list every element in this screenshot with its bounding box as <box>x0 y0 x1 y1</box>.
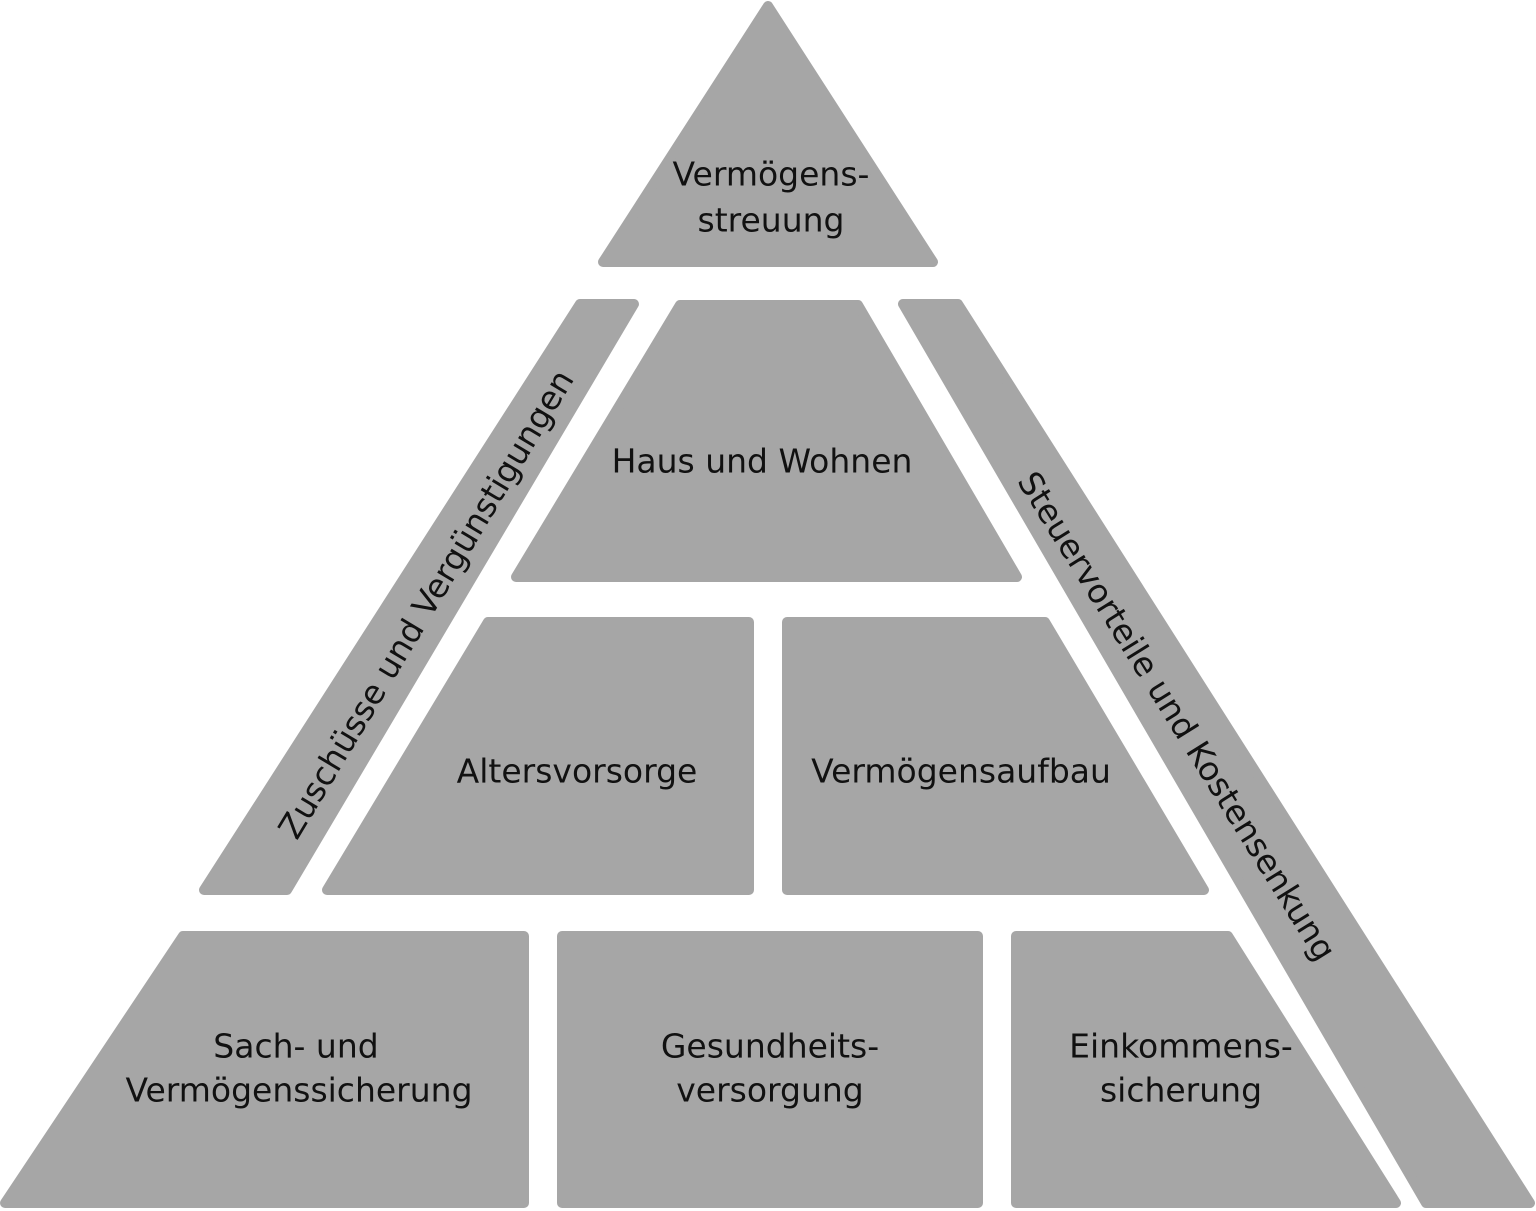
block-altersvorsorge-shape <box>322 617 754 895</box>
block-einkommenssicherung: Einkommens- sicherung <box>1011 931 1401 1208</box>
block-vermoegensstreuung-shape <box>598 1 938 267</box>
block-gesundheitsversorgung-shape <box>557 931 983 1208</box>
block-sach-und-vermoegenssicherung: Sach- und Vermögenssicherung <box>0 931 529 1208</box>
side-strip-left-shape <box>199 299 639 895</box>
block-altersvorsorge-label: Altersvorsorge <box>457 752 698 791</box>
block-haus-und-wohnen-shape <box>511 300 1022 582</box>
block-vermoegensaufbau-shape <box>782 617 1209 895</box>
block-gesundheit-line1: Gesundheits- <box>661 1027 879 1066</box>
block-vermoegensstreuung: Vermögens- streuung <box>598 1 938 267</box>
block-sach-und-vermoegenssicherung-shape <box>0 931 529 1208</box>
block-vermoegensstreuung-line2: streuung <box>698 201 845 240</box>
block-vermoegensstreuung-line1: Vermögens- <box>673 155 870 194</box>
block-gesundheitsversorgung: Gesundheits- versorgung <box>557 931 983 1208</box>
block-einkommenssicherung-shape <box>1011 931 1401 1208</box>
block-haus-und-wohnen: Haus und Wohnen <box>511 300 1022 582</box>
block-einkommen-line2: sicherung <box>1100 1071 1262 1110</box>
side-strip-right-shape <box>898 299 1535 1208</box>
block-sach-line1: Sach- und <box>213 1027 378 1066</box>
block-vermoegensaufbau-label: Vermögensaufbau <box>811 752 1111 791</box>
block-altersvorsorge: Altersvorsorge <box>322 617 754 895</box>
block-sach-line2: Vermögenssicherung <box>125 1071 472 1110</box>
block-gesundheit-line2: versorgung <box>676 1071 864 1110</box>
block-vermoegensaufbau: Vermögensaufbau <box>782 617 1209 895</box>
block-einkommen-line1: Einkommens- <box>1069 1027 1293 1066</box>
block-haus-und-wohnen-label: Haus und Wohnen <box>612 442 913 481</box>
